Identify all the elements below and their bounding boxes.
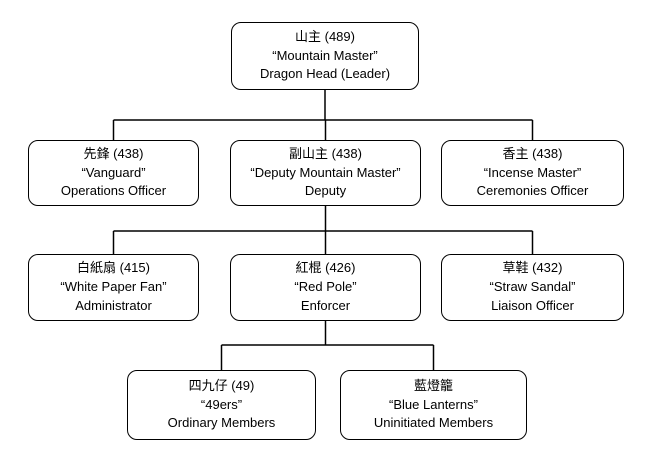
node-dragon-head: 山主 (489) “Mountain Master” Dragon Head (… bbox=[231, 22, 419, 90]
node-ordinary-members: 四九仔 (49) “49ers” Ordinary Members bbox=[127, 370, 316, 440]
node-role: Deputy bbox=[304, 183, 347, 199]
node-role: Liaison Officer bbox=[491, 297, 574, 313]
node-uninitiated-members: 藍燈籠 “Blue Lanterns” Uninitiated Members bbox=[340, 370, 527, 440]
node-title: 香主 (438) bbox=[502, 145, 563, 161]
node-title: 四九仔 (49) bbox=[188, 377, 255, 393]
node-role: Uninitiated Members bbox=[373, 415, 494, 431]
node-title: 山主 (489) bbox=[295, 28, 355, 44]
node-nickname: “White Paper Fan” bbox=[60, 279, 167, 295]
node-operations-officer: 先鋒 (438) “Vanguard” Operations Officer bbox=[28, 140, 199, 206]
node-role: Enforcer bbox=[300, 297, 351, 313]
node-deputy: 副山主 (438) “Deputy Mountain Master” Deput… bbox=[230, 140, 421, 206]
node-title: 先鋒 (438) bbox=[83, 145, 144, 161]
node-nickname: “Blue Lanterns” bbox=[389, 396, 478, 412]
node-role: Ordinary Members bbox=[167, 415, 276, 431]
node-role: Operations Officer bbox=[60, 183, 167, 199]
node-ceremonies-officer: 香主 (438) “Incense Master” Ceremonies Off… bbox=[441, 140, 624, 206]
node-nickname: “49ers” bbox=[200, 396, 243, 412]
node-liaison-officer: 草鞋 (432) “Straw Sandal” Liaison Officer bbox=[441, 254, 624, 321]
node-nickname: “Mountain Master” bbox=[272, 47, 378, 63]
node-enforcer: 紅棍 (426) “Red Pole” Enforcer bbox=[230, 254, 421, 321]
node-administrator: 白紙扇 (415) “White Paper Fan” Administrato… bbox=[28, 254, 199, 321]
node-title: 白紙扇 (415) bbox=[77, 260, 150, 276]
node-role: Ceremonies Officer bbox=[476, 183, 589, 199]
node-title: 草鞋 (432) bbox=[502, 260, 563, 276]
node-nickname: “Red Pole” bbox=[294, 279, 357, 295]
node-title: 副山主 (438) bbox=[289, 145, 362, 161]
node-title: 藍燈籠 bbox=[413, 377, 453, 393]
node-nickname: “Deputy Mountain Master” bbox=[250, 164, 401, 180]
node-role: Dragon Head (Leader) bbox=[259, 66, 391, 82]
node-nickname: “Vanguard” bbox=[81, 164, 146, 180]
node-nickname: “Straw Sandal” bbox=[489, 279, 576, 295]
node-role: Administrator bbox=[75, 297, 152, 313]
node-title: 紅棍 (426) bbox=[295, 260, 356, 276]
node-nickname: “Incense Master” bbox=[483, 164, 582, 180]
